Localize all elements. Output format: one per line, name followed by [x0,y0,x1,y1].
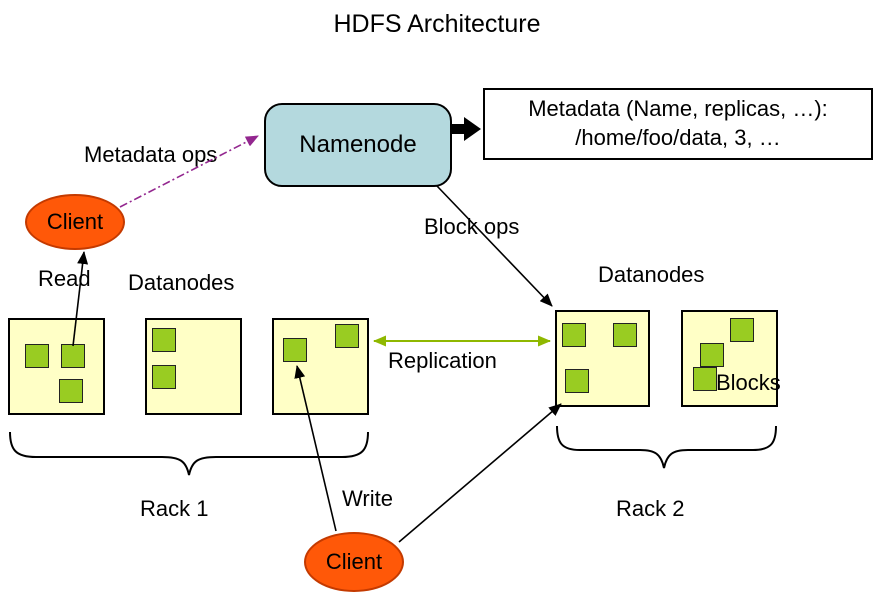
label-rack1: Rack 1 [140,496,209,521]
block-square [613,323,637,347]
label-metadata-ops: Metadata ops [84,142,218,167]
client-left-ellipse: Client [25,194,125,250]
block-square [152,365,176,389]
block-square [59,379,83,403]
block-square [562,323,586,347]
block-square [693,367,717,391]
label-datanodes-right: Datanodes [598,262,705,287]
block-square [730,318,754,342]
label-block-ops: Block ops [424,214,520,239]
metadata-line1: Metadata (Name, replicas, …): [528,96,828,122]
label-blocks: Blocks [716,370,781,395]
namenode-box: Namenode [264,103,452,187]
brace-rack1 [9,431,369,476]
client-bottom-ellipse: Client [304,532,404,592]
namenode-to-metadata-arrow [450,117,481,141]
diagram-title: HDFS Architecture [333,10,541,38]
namenode-label: Namenode [299,131,417,158]
block-square [61,344,85,368]
label-write: Write [342,486,393,511]
client-bottom-label: Client [325,549,383,574]
block-square [152,328,176,352]
label-rack2: Rack 2 [616,496,685,521]
client-left-label: Client [46,209,104,234]
label-datanodes-left: Datanodes [128,270,235,295]
label-read: Read [38,266,91,291]
label-replication: Replication [388,348,497,373]
metadata-line2: /home/foo/data, 3, … [575,125,781,150]
block-square [25,344,49,368]
block-square [335,324,359,348]
block-square [283,338,307,362]
block-square [700,343,724,367]
metadata-box: Metadata (Name, replicas, …): /home/foo/… [483,88,873,160]
write-arrow-rack2 [398,403,562,543]
datanode-box-rack1-1 [8,318,105,415]
block-square [565,369,589,393]
brace-rack2 [556,425,777,469]
block-ops-arrow [436,185,553,307]
